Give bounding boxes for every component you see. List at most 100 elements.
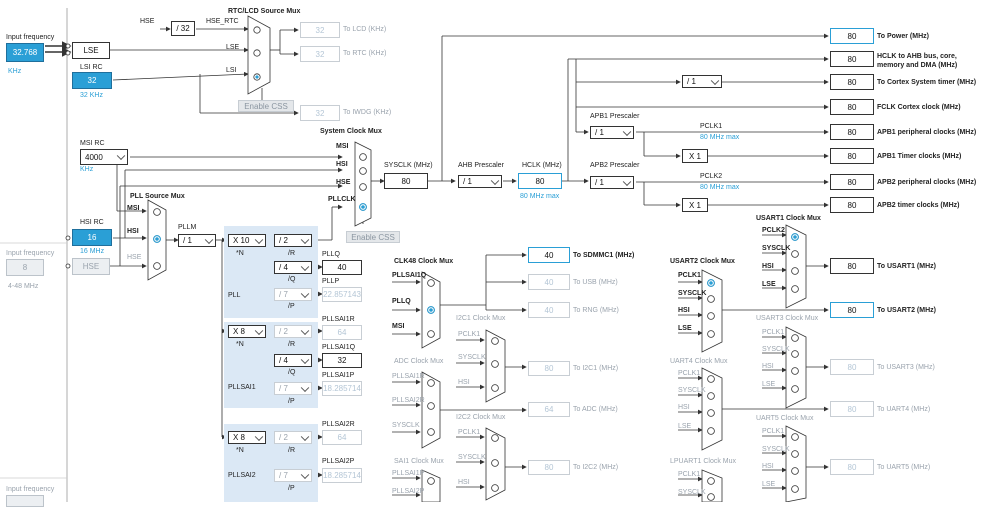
usart2-in-pclk1: PCLK1: [678, 272, 701, 279]
pllsai2p-select[interactable]: / 7: [274, 469, 312, 482]
pllsai2r-div-label: /R: [288, 447, 295, 454]
uart5-in-sysclk: SYSCLK: [762, 446, 790, 453]
pllp-div-label: /P: [288, 303, 295, 310]
pllm-select[interactable]: / 1: [178, 234, 216, 247]
i2c1-mux-title: I2C1 Clock Mux: [456, 315, 506, 322]
rtc-hse-divider: / 32: [171, 21, 195, 36]
hclk-value[interactable]: 80: [518, 173, 562, 189]
i2c1-in-hsi: HSI: [458, 379, 470, 386]
pllsai1r-label: PLLSAI1R: [322, 316, 355, 323]
usart3-in-lse: LSE: [762, 381, 776, 388]
usart2-in-lse: LSE: [678, 325, 692, 332]
usb-output-value[interactable]: 40: [528, 274, 570, 290]
power-output-value[interactable]: 80: [830, 28, 874, 44]
cortex-timer-divider-select[interactable]: / 1: [682, 75, 722, 88]
apb2-prescaler-select[interactable]: / 1: [590, 176, 634, 189]
msi-range-select[interactable]: 4000: [80, 149, 128, 165]
clk48-mux-title: CLK48 Clock Mux: [394, 258, 454, 265]
pllsai1p-select[interactable]: / 7: [274, 382, 312, 395]
clk48-in-pllq: PLLQ: [392, 298, 411, 305]
pllsai1p-output-value: 18.285714: [322, 381, 362, 396]
usart2-output-value[interactable]: 80: [830, 302, 874, 318]
pllsai2n-select[interactable]: X 8: [228, 431, 266, 444]
chevron-down-icon: [254, 235, 264, 244]
pllsai1n-select[interactable]: X 8: [228, 325, 266, 338]
chevron-down-icon: [300, 289, 310, 298]
chevron-down-icon: [254, 432, 264, 441]
apb2-timer-output-value[interactable]: 80: [830, 197, 874, 213]
chevron-down-icon: [300, 383, 310, 392]
i2c1-output-value[interactable]: 80: [528, 361, 570, 376]
sysclk-value[interactable]: 80: [384, 173, 428, 189]
hsi-rc-unit: 16 MHz: [80, 248, 105, 255]
lpuart1-in-sysclk: SYSCLK: [678, 489, 706, 496]
lsi-rc-label: LSI RC: [80, 64, 103, 71]
uart4-in-sysclk: SYSCLK: [678, 387, 706, 394]
plln-select[interactable]: X 10: [228, 234, 266, 247]
cortex-timer-output-label: To Cortex System timer (MHz): [877, 79, 977, 86]
enable-css-hse-button[interactable]: Enable CSS: [346, 231, 400, 243]
pllr-select[interactable]: / 2: [274, 234, 312, 247]
usart3-output-label: To USART3 (MHz): [877, 364, 935, 371]
chevron-down-icon: [300, 235, 310, 244]
pllsai1n-value: X 8: [233, 327, 246, 336]
rtc-lse-label: LSE: [226, 44, 240, 51]
pll-source-msi-label: MSI: [127, 205, 140, 212]
apb1-peripheral-output-label: APB1 peripheral clocks (MHz): [877, 129, 977, 136]
chevron-down-icon: [622, 127, 632, 136]
pllr-value: / 2: [279, 236, 288, 245]
pllsai2p-label: PLLSAI2P: [322, 458, 355, 465]
uart4-output-value[interactable]: 80: [830, 401, 874, 417]
usart3-output-value[interactable]: 80: [830, 359, 874, 375]
pllsai2p-div-label: /P: [288, 485, 295, 492]
pllsai2n-value: X 8: [233, 433, 246, 442]
usart1-in-hsi: HSI: [762, 263, 774, 270]
uart5-output-value[interactable]: 80: [830, 459, 874, 475]
cortex-timer-output-value[interactable]: 80: [830, 74, 874, 90]
apb2-prescaler-value: / 1: [595, 178, 604, 187]
pllp-select[interactable]: / 7: [274, 288, 312, 301]
pllq-select[interactable]: / 4: [274, 261, 312, 274]
usart2-output-label: To USART2 (MHz): [877, 307, 936, 314]
pllsai1p-div-label: /P: [288, 398, 295, 405]
pllsai2r-divider-value: / 2: [279, 433, 288, 442]
usart1-output-value[interactable]: 80: [830, 258, 874, 274]
chevron-down-icon: [490, 176, 500, 185]
pclk1-max-label: 80 MHz max: [700, 134, 740, 141]
usart2-in-hsi: HSI: [678, 307, 690, 314]
apb1-prescaler-select[interactable]: / 1: [590, 126, 634, 139]
enable-css-lse-button[interactable]: Enable CSS: [238, 100, 294, 112]
usart1-in-sysclk: SYSCLK: [762, 245, 791, 252]
apb1-peripheral-output-value[interactable]: 80: [830, 124, 874, 140]
hse-input-frequency-field[interactable]: 8: [6, 259, 44, 276]
hclk-label: HCLK (MHz): [522, 162, 562, 169]
fclk-output-label: FCLK Cortex clock (MHz): [877, 104, 961, 111]
pllp-divider-value: / 7: [279, 290, 288, 299]
usart2-mux-title: USART2 Clock Mux: [670, 258, 735, 265]
hclk-ahb-output-value[interactable]: 80: [830, 51, 874, 67]
sdmmc-output-value[interactable]: 40: [528, 247, 570, 263]
apb2-peripheral-output-value[interactable]: 80: [830, 174, 874, 190]
pllsai2r-label: PLLSAI2R: [322, 421, 355, 428]
rng-output-value[interactable]: 40: [528, 302, 570, 318]
hse-frequency-range: 4-48 MHz: [8, 283, 39, 290]
input-frequency-3-field[interactable]: [6, 495, 44, 507]
usart1-output-label: To USART1 (MHz): [877, 263, 936, 270]
apb1-timer-output-value[interactable]: 80: [830, 148, 874, 164]
adc-output-value[interactable]: 64: [528, 402, 570, 417]
pllsai1q-select[interactable]: / 4: [274, 354, 312, 367]
pllsai2n-label: *N: [236, 447, 244, 454]
lse-input-frequency-field[interactable]: 32.768: [6, 43, 44, 62]
pclk2-label: PCLK2: [700, 173, 723, 180]
ahb-prescaler-select[interactable]: / 1: [458, 175, 502, 188]
uart4-output-label: To UART4 (MHz): [877, 406, 931, 413]
pllsai1r-select[interactable]: / 2: [274, 325, 312, 338]
pllsai1q-label: PLLSAI1Q: [322, 344, 356, 351]
rtc-output-label: To RTC (KHz): [343, 50, 387, 57]
i2c2-output-value[interactable]: 80: [528, 460, 570, 475]
rtc-hse-label: HSE: [140, 18, 155, 25]
pllsai2r-select[interactable]: / 2: [274, 431, 312, 444]
usart1-mux-title: USART1 Clock Mux: [756, 215, 821, 222]
fclk-output-value[interactable]: 80: [830, 99, 874, 115]
pllsai1r-div-label: /R: [288, 341, 295, 348]
